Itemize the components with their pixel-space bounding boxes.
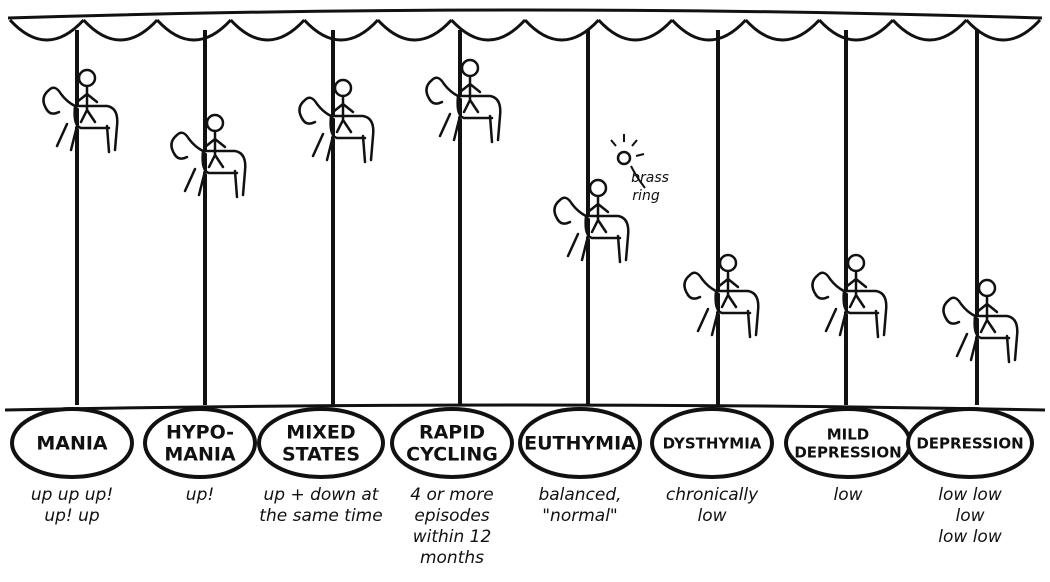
carousel-horse-with-rider xyxy=(811,253,888,339)
carousel-horse-with-rider xyxy=(170,113,247,199)
carousel-poles xyxy=(75,30,979,405)
state-label-mania: MANIA xyxy=(10,407,134,479)
state-oval xyxy=(10,407,134,479)
state-label-depression: DEPRESSION xyxy=(906,407,1034,479)
state-caption-line: months xyxy=(419,548,485,568)
carousel-horse-with-rider xyxy=(683,253,760,339)
carousel-horse-with-rider xyxy=(425,58,502,144)
state-label-euthymia: EUTHYMIA xyxy=(518,407,642,479)
state-caption: up up up!up! up xyxy=(7,485,137,527)
brass-ring-icon xyxy=(616,150,632,166)
state-caption-line: balanced, xyxy=(538,485,622,505)
state-oval xyxy=(143,407,257,479)
state-caption-line: up up up! xyxy=(30,485,114,505)
state-caption-line: 4 or more xyxy=(410,485,494,505)
state-caption-line: chronically xyxy=(665,485,759,505)
state-caption-line: the same time xyxy=(259,506,383,526)
state-label-text: MANIA xyxy=(164,444,236,466)
state-caption-line: low low xyxy=(938,485,1002,505)
brass-ring-label-line-2: ring xyxy=(632,188,660,204)
state-label-text: MIXED xyxy=(286,422,355,444)
state-label-text: DYSTHYMIA xyxy=(663,434,762,452)
state-label-text: DEPRESSION xyxy=(916,434,1023,452)
state-label-text: CYCLING xyxy=(406,444,498,466)
state-caption-line: up! xyxy=(185,485,215,505)
carousel-platform xyxy=(4,403,1046,412)
carousel-horse-with-rider xyxy=(553,178,630,264)
horses-layer xyxy=(42,58,1019,364)
state-label-hypomania: HYPO-MANIA xyxy=(143,407,257,479)
state-oval xyxy=(257,407,385,479)
carousel-horse-with-rider xyxy=(942,278,1019,364)
state-label-text: MANIA xyxy=(36,433,108,455)
brass-ring-label-line-1: brass xyxy=(631,170,669,186)
state-label-text: EUTHYMIA xyxy=(524,433,636,455)
carousel-canopy xyxy=(7,8,1043,42)
state-caption: low xyxy=(783,485,913,506)
state-caption-line: low xyxy=(955,506,985,526)
state-label-text: DEPRESSION xyxy=(794,443,901,461)
state-label-text: STATES xyxy=(282,444,360,466)
state-caption-line: up! up xyxy=(44,506,100,526)
state-caption-line: "normal" xyxy=(542,506,618,526)
state-caption-line: episodes xyxy=(414,506,490,526)
state-oval xyxy=(390,407,514,479)
state-label-dysthymia: DYSTHYMIA xyxy=(650,407,774,479)
state-caption-line: within 12 xyxy=(412,527,492,547)
state-caption: up! xyxy=(135,485,265,506)
state-label-text: RAPID xyxy=(419,422,485,444)
state-oval xyxy=(650,407,774,479)
state-caption-line: low low xyxy=(938,527,1002,547)
state-caption-line: low xyxy=(833,485,863,505)
carousel-horse-with-rider xyxy=(298,78,375,164)
state-caption-line: low xyxy=(697,506,727,526)
carousel-horse-with-rider xyxy=(42,68,119,154)
state-oval xyxy=(518,407,642,479)
state-label-text: MILD xyxy=(827,425,870,443)
state-caption-line: up + down at xyxy=(263,485,379,505)
state-label-text: HYPO- xyxy=(166,422,234,444)
brass-ring-annotation: brass ring xyxy=(610,134,669,204)
state-oval xyxy=(906,407,1034,479)
state-caption: balanced,"normal" xyxy=(515,485,645,527)
